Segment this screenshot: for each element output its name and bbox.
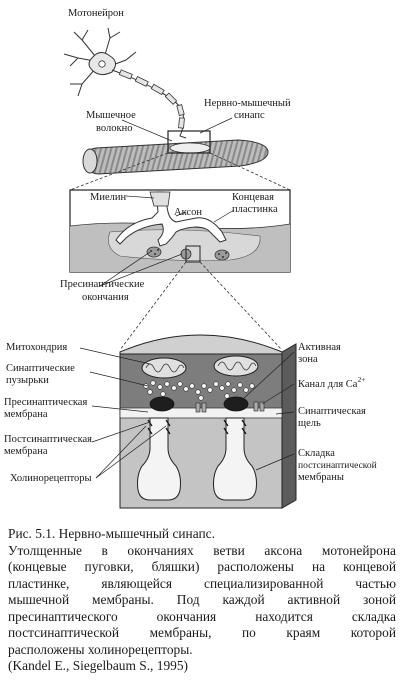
end-plate-panel: [69, 189, 291, 273]
muscle-fiber-drawing: [82, 130, 269, 175]
motoneuron-drawing: [63, 27, 187, 139]
label-cholinoreceptors: Холинорецепторы: [10, 473, 92, 484]
cholinoreceptor-marks: [147, 419, 247, 435]
label-fold-3: мембраны: [298, 472, 344, 483]
postsynaptic-folds: [137, 417, 257, 501]
label-muscle-fiber-2: волокно: [96, 123, 132, 134]
active-zone-right: [223, 396, 249, 412]
label-ca-channel: Канал для Ca2+: [298, 375, 365, 390]
caption-title: Рис. 5.1. Нервно-мышечный синапс.: [8, 526, 215, 541]
label-cleft-1: Синаптическая: [298, 406, 366, 417]
label-axon: Аксон: [174, 207, 202, 218]
mitochondrion-2: [213, 355, 259, 377]
label-nmj-1: Нервно-мышечный: [204, 98, 291, 109]
label-vesicles-1: Синаптические: [6, 363, 75, 374]
label-cleft-2: щель: [298, 418, 321, 429]
caption-citation: (Kandel E., Siegelbaum S., 1995): [8, 658, 188, 673]
label-active-zone-2: зона: [298, 354, 318, 365]
label-muscle-fiber-1: Мышечное: [86, 110, 136, 121]
neuromuscular-synapse-figure: Мотонейрон Мышечное волокно Нервно-мышеч…: [4, 8, 377, 509]
ca-channels: [195, 401, 265, 413]
label-mitochondria: Митохондрия: [6, 342, 67, 353]
label-active-zone-1: Активная: [298, 342, 341, 353]
synapse-block: [119, 334, 297, 509]
caption-line-1: Утолщенные в окончаниях ветви аксона мот…: [8, 542, 396, 558]
caption-line-5: пресинаптического окончания находится ск…: [8, 608, 396, 624]
label-presyn-endings-1: Пресинаптические: [60, 279, 145, 290]
label-motoneuron: Мотонейрон: [68, 8, 124, 19]
caption-line-4: мышечной мембраны. Под каждой активной з…: [8, 592, 396, 607]
active-zone-left: [149, 396, 175, 412]
synaptic-vesicles: [143, 380, 255, 401]
leader-lines: [79, 117, 295, 479]
figure-caption: Рис. 5.1. Нервно-мышечный синапс. Утолще…: [8, 526, 396, 675]
label-end-plate-1: Концевая: [232, 192, 274, 203]
label-end-plate-2: пластинка: [232, 204, 278, 215]
zoom-lines-2: [119, 261, 283, 351]
caption-line-2: (концевые пуговки, бляшки) расположены н…: [8, 559, 396, 574]
label-presyn-membrane-1: Пресинаптическая: [4, 397, 87, 408]
zoom-lines-1: [69, 152, 291, 191]
caption-line-6: постсинаптической мембраны, по краям кот…: [8, 625, 396, 640]
label-nmj-2: синапс: [234, 110, 265, 121]
ca-channel-superscript: 2+: [357, 375, 365, 384]
label-presyn-endings-2: окончания: [82, 292, 129, 303]
mitochondrion: [141, 357, 187, 379]
label-fold-1: Складка: [298, 448, 335, 459]
label-postsyn-membrane-2: мембрана: [4, 446, 48, 457]
ca-channel-text: Канал для Ca: [298, 379, 358, 390]
label-vesicles-2: пузырьки: [6, 375, 49, 386]
caption-line-3: пластинке, являющейся специализированной…: [8, 575, 396, 591]
label-presyn-membrane-2: мембрана: [4, 409, 48, 420]
label-postsyn-membrane-1: Постсинаптическая: [4, 434, 92, 445]
label-myelin: Миелин: [90, 192, 126, 203]
diagram-labels: Мотонейрон Мышечное волокно Нервно-мышеч…: [4, 8, 377, 484]
caption-line-7: расположены холинорецепторы.: [8, 641, 193, 657]
label-fold-2: постсинаптической: [298, 460, 377, 471]
